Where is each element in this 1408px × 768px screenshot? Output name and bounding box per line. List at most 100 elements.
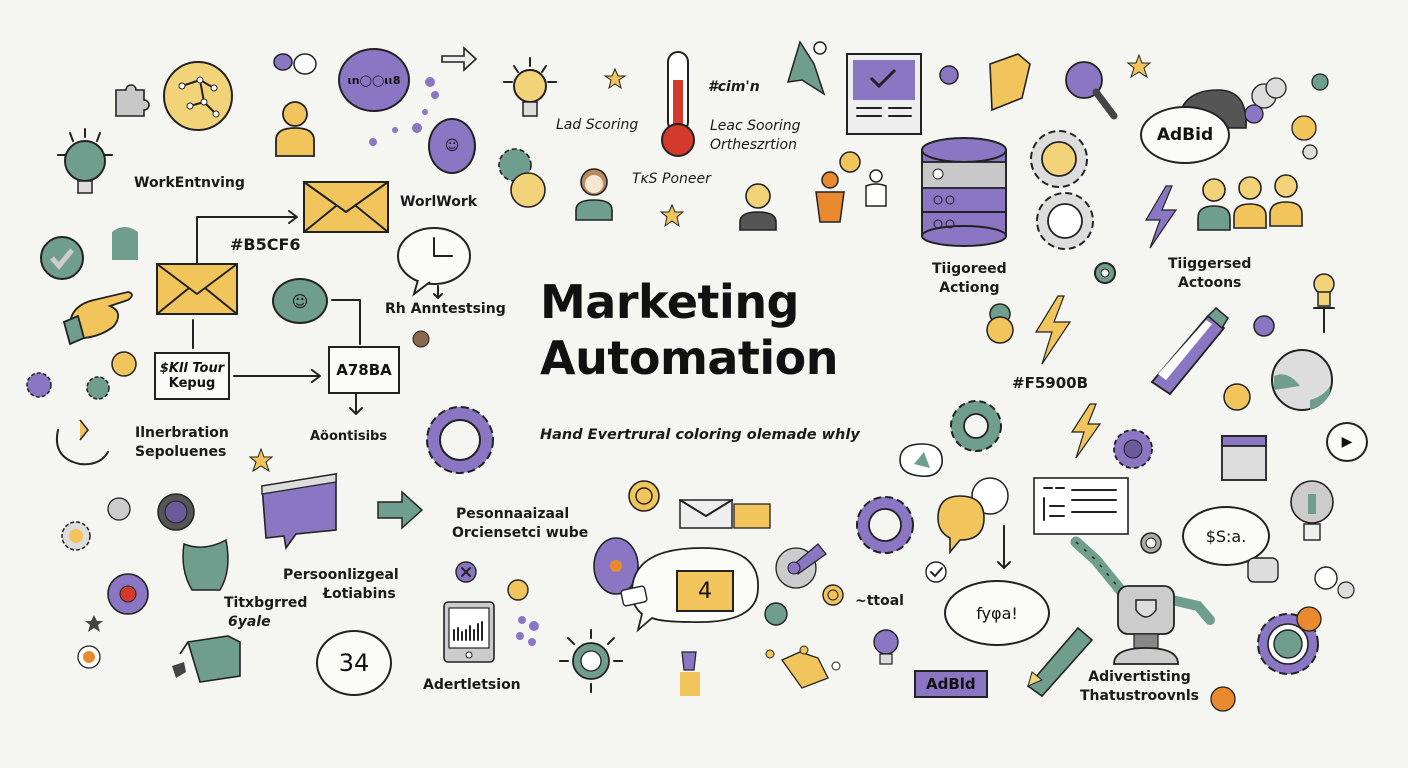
- speech-bubble-ps: $S:a.: [1182, 506, 1270, 566]
- pencil-icon: [1026, 626, 1094, 698]
- pen-nib-icon: [680, 651, 700, 696]
- chat-bubble-icon: [937, 477, 1009, 555]
- gear-icon: [1036, 192, 1094, 250]
- label-inerbration: Ilnerbration Sepoluenes: [135, 425, 229, 460]
- arrow-down-icon: [349, 393, 363, 415]
- arrow-right-icon: [377, 490, 424, 530]
- gear-icon: [86, 376, 110, 400]
- lightning-icon: [1144, 185, 1178, 249]
- database-icon: [921, 137, 1007, 247]
- chat-bubble-icon: [273, 53, 317, 75]
- gear-icon: [950, 400, 1002, 452]
- robot-arm-icon: [1070, 536, 1215, 665]
- gem-icon: [989, 53, 1031, 112]
- label-b5cf6: #B5CF6: [230, 235, 301, 254]
- star-icon: [248, 447, 274, 473]
- ball-icon: [77, 645, 101, 669]
- label-adertletsion: Adertletsion: [423, 677, 521, 693]
- label-tk-poneer: TĸS Poneer: [632, 171, 711, 187]
- gear-icon: [426, 406, 494, 474]
- record-icon: [157, 493, 195, 531]
- medal-icon: [986, 303, 1014, 344]
- coin-icon: [628, 480, 660, 512]
- sun-badge-icon: [559, 629, 623, 693]
- page-subtitle: Hand Evertrural coloring olemade whly: [540, 427, 860, 443]
- ring-icon: [1094, 262, 1116, 284]
- arrow-down-icon: [997, 525, 1011, 569]
- number-bubble: 34: [316, 630, 392, 696]
- paint-splatter-dots: [369, 77, 439, 146]
- coin-icon: [107, 497, 131, 521]
- smile-chat-bubble: ☺: [428, 118, 476, 174]
- label-lad-scoring: Lad Scoring: [556, 117, 639, 133]
- globe-icon: [1271, 349, 1333, 411]
- smile-badge-icon: [1223, 383, 1251, 411]
- close-badge-icon: [507, 579, 529, 601]
- target-icon: [510, 172, 546, 208]
- thermometer-icon: [661, 51, 695, 157]
- adbid-bubble: AdBid: [1140, 106, 1230, 164]
- flow-connector: [192, 319, 321, 383]
- label-aotontisibs: Aöontisibs: [310, 429, 388, 444]
- cycle-arrows-icon: [56, 419, 109, 466]
- play-chat-bubble: ▶: [1326, 422, 1368, 462]
- lightbulb-icon: [503, 57, 557, 117]
- star-icon: [659, 203, 685, 228]
- tablet-chart-icon: [443, 601, 495, 663]
- label-f5900b: #F5900B: [1012, 374, 1088, 392]
- clock-icon: [939, 65, 959, 85]
- label-chm: #cim'n: [708, 79, 760, 95]
- clock-bubble-icon: [397, 227, 471, 299]
- shirt-icon: [182, 538, 229, 591]
- envelope-icon: [679, 499, 771, 529]
- marker-icon: [1150, 306, 1229, 396]
- box-a78ba: A78BA: [328, 346, 400, 394]
- label-titbgrred: Titxbgrred 6yale: [224, 595, 308, 630]
- person-icon: [815, 151, 887, 223]
- graduation-cap-icon: [172, 635, 241, 683]
- gear-icon: [1030, 130, 1088, 188]
- checkmark-circle-icon: [1253, 315, 1275, 337]
- star-icon: [1126, 53, 1152, 79]
- checkmark-circle-icon: [925, 561, 947, 583]
- pin-bubble-icon: [111, 351, 137, 377]
- label-ttoal: ~ttoal: [855, 593, 904, 609]
- page-title: Marketing Automation: [540, 275, 839, 385]
- envelope-icon: [303, 181, 389, 233]
- coin-icon: [412, 330, 430, 348]
- gear-icon: [26, 372, 52, 398]
- pillow-icon: [899, 443, 943, 478]
- magnifier-icon: [1065, 61, 1118, 120]
- lightbulb-icon: [57, 128, 113, 194]
- paint-splatter-dots: [516, 616, 539, 646]
- laptop-check-icon: [846, 53, 922, 135]
- ring-icon: [1140, 532, 1162, 554]
- lightbulb-icon: [873, 629, 899, 665]
- label-rh-anntestsing: Rh Anntestsing: [385, 301, 506, 317]
- person-icon: [575, 168, 613, 221]
- label-triggered-actions-right: Tiiggersed Actoons: [1168, 256, 1252, 291]
- checkmark-badge-icon: [1247, 557, 1279, 583]
- calendar-icon: [1221, 435, 1267, 481]
- lightning-icon: [1034, 295, 1072, 365]
- people-group-icon: [1197, 174, 1303, 231]
- number-card: 4: [676, 570, 734, 612]
- chat-window-icon: [261, 473, 337, 551]
- rocket-icon: [786, 40, 827, 96]
- network-envelope-icon: [765, 645, 841, 689]
- close-badge-icon: [455, 561, 477, 583]
- lightning-icon: [1070, 403, 1102, 459]
- gear-icon: [856, 496, 914, 554]
- fruit-icon: [1296, 606, 1322, 632]
- label-triggered-actions-left: Tiigoreed Actiong: [932, 261, 1007, 296]
- gear-icon: [1113, 429, 1153, 469]
- chat-tag-icon: [620, 585, 648, 607]
- label-workentnving: WorkEntnving: [134, 175, 245, 191]
- adbid-tag: AdBld: [914, 670, 988, 698]
- molecule-icon: [1244, 73, 1329, 160]
- robot-head-icon: [112, 227, 138, 260]
- arrow-right-icon: [441, 46, 478, 72]
- label-worlwork: WorlWork: [400, 194, 478, 210]
- purple-chat-bubble: ιn◯◯ιι8: [338, 48, 410, 112]
- checkmark-circle-icon: [1314, 566, 1355, 599]
